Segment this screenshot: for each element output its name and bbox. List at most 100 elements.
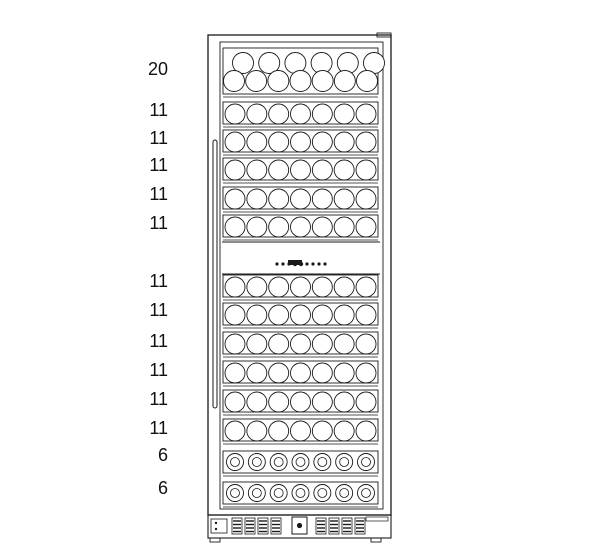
bottle-end <box>333 304 355 326</box>
base-vents <box>210 516 389 535</box>
bottle-end <box>258 52 281 74</box>
base-switch-panel <box>210 518 228 534</box>
bottle-end <box>333 391 355 413</box>
bottle-end <box>311 420 333 442</box>
shelf-row <box>222 129 379 156</box>
bottle-end <box>355 216 377 238</box>
capacity-label: 11 <box>149 128 168 148</box>
bottle-end <box>290 391 311 413</box>
control-dot <box>317 262 321 266</box>
bottle-end <box>246 362 268 384</box>
bottle-end <box>333 70 356 92</box>
bottle-end <box>355 304 377 326</box>
bottle-end <box>311 103 333 125</box>
vent-grille <box>341 517 353 535</box>
bottle-end <box>333 159 355 181</box>
shelf-row <box>222 274 379 301</box>
bottle-end <box>224 188 246 210</box>
capacity-label: 11 <box>149 213 168 233</box>
capacity-label: 6 <box>157 445 168 465</box>
bottle-neck <box>251 488 262 498</box>
shelf-row <box>222 389 379 416</box>
bottle-end <box>355 188 377 210</box>
bottle-neck <box>273 488 284 498</box>
bottle-neck <box>251 457 262 467</box>
bottle-end <box>355 362 377 384</box>
shelf-frame <box>222 450 379 474</box>
base-center-dot <box>296 522 303 529</box>
control-dot <box>323 262 327 266</box>
bottle-end <box>268 103 290 125</box>
capacity-label: 6 <box>157 478 168 498</box>
shelf-row <box>222 360 379 387</box>
bottle-end <box>290 420 311 442</box>
bottle-end <box>355 103 377 125</box>
door-handle <box>212 139 218 409</box>
control-dot <box>281 262 285 266</box>
base-kickplate <box>207 514 392 539</box>
bottle-end <box>333 420 355 442</box>
bottle-end <box>311 276 333 298</box>
bottle-end <box>311 391 333 413</box>
bottle-end <box>355 159 377 181</box>
bottle-end <box>311 333 333 355</box>
vent-grille <box>257 517 269 535</box>
bottle-end <box>224 159 246 181</box>
shelf-frame <box>222 481 379 505</box>
bottle-end <box>223 70 245 92</box>
bottle-end <box>290 188 311 210</box>
bottle-end <box>311 362 333 384</box>
bottle-end <box>333 216 355 238</box>
shelf-row <box>222 481 379 508</box>
shelf-row <box>222 302 379 329</box>
bottle-end <box>224 103 246 125</box>
bottle-end <box>268 304 290 326</box>
bottle-end <box>246 131 268 153</box>
bottle-neck <box>339 488 350 498</box>
vent-grille <box>328 517 340 535</box>
bottle-neck <box>295 457 306 467</box>
shelf-row <box>222 331 379 358</box>
bottle-end <box>290 304 311 326</box>
capacity-label: 11 <box>149 360 168 380</box>
bottle-end <box>290 216 311 238</box>
bottle-end <box>246 216 268 238</box>
bottle-end <box>290 103 311 125</box>
bottle-neck <box>317 457 328 467</box>
bottle-end <box>355 391 377 413</box>
bottle-end <box>224 333 246 355</box>
shelf-row <box>222 418 379 445</box>
control-dot <box>311 262 315 266</box>
bottle-end <box>224 304 246 326</box>
control-dot <box>305 262 309 266</box>
bottle-end <box>311 159 333 181</box>
vent-grille <box>354 517 366 535</box>
bottle-end <box>311 70 334 92</box>
left-foot <box>209 537 221 543</box>
bottle-end <box>311 216 333 238</box>
bottle-end <box>246 159 268 181</box>
bottle-end <box>224 276 246 298</box>
control-panel <box>275 260 327 267</box>
bottle-end <box>268 159 290 181</box>
indicator-dot <box>214 521 218 525</box>
shelf-row <box>222 47 385 98</box>
bottle-end <box>268 420 290 442</box>
cabinet-inner-frame <box>219 41 384 510</box>
bottle-end <box>333 276 355 298</box>
bottle-end <box>246 103 268 125</box>
capacity-label: 20 <box>147 59 168 79</box>
bottle-end <box>268 188 290 210</box>
shelves-group <box>222 47 385 508</box>
bottle-end <box>246 391 268 413</box>
bottle-end <box>356 70 378 92</box>
bottle-end <box>355 333 377 355</box>
bottle-end <box>246 304 268 326</box>
indicator-dot <box>214 527 218 531</box>
bottle-end <box>224 131 246 153</box>
bottle-end <box>246 420 268 442</box>
bottle-end <box>336 52 359 74</box>
bottle-end <box>267 70 290 92</box>
bottle-end <box>268 276 290 298</box>
base-center-box <box>291 516 308 535</box>
